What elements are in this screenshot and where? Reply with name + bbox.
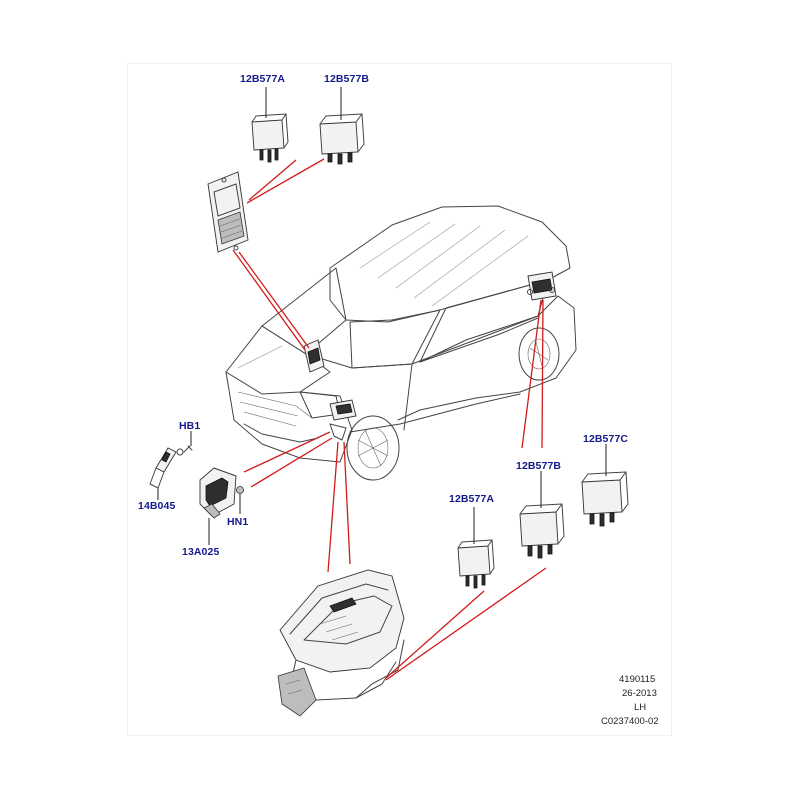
part-14b045 [149,447,184,489]
illustration-number: 4190115 [619,674,656,685]
nut-hn1 [236,486,244,494]
engine-bay-fuse-box-mounted [329,399,357,441]
relay-12b577b-top [319,113,365,165]
relay-12b577c-right [581,471,629,527]
illustration-reference: C0237400-02 [601,716,659,727]
illustration-date: 26-2013 [622,688,657,699]
fuse-panel-exploded [207,171,249,253]
callout-hn1: HN1 [227,516,249,528]
callout-13a025: 13A025 [182,546,220,558]
callout-12b577c-right: 12B577C [583,433,629,445]
relay-12b577a-top [251,113,289,163]
relay-12b577b-right [519,503,565,559]
red-leader-lines [232,158,547,681]
relay-12b577a-right [457,539,495,589]
engine-bay-fuse-box-exploded [277,569,405,717]
callout-12b577b-right: 12B577B [516,460,562,472]
callout-12b577b-top: 12B577B [324,73,370,85]
illustration-side: LH [634,702,647,713]
callout-12b577a-top: 12B577A [240,73,286,85]
callout-14b045: 14B045 [138,500,176,512]
callout-leaders [157,87,607,545]
part-13a025 [199,467,237,519]
callout-12b577a-right: 12B577A [449,493,495,505]
rear-relay-bracket [527,271,557,301]
bolt-hb1 [183,445,193,453]
callout-hb1: HB1 [179,420,201,432]
